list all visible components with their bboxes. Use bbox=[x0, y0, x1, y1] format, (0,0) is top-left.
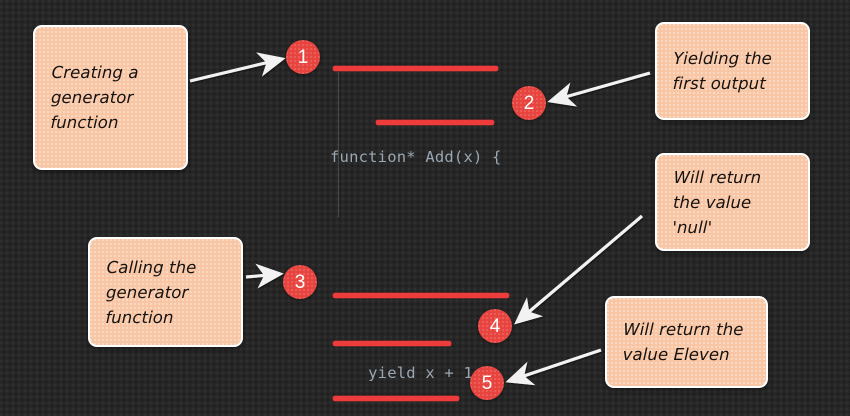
underline-var-gen bbox=[333, 293, 509, 298]
underline-yield-1 bbox=[376, 120, 494, 125]
step-badge-3[interactable]: 3 bbox=[283, 265, 317, 299]
callout-note-null: Will return the value 'null' bbox=[655, 153, 810, 251]
code-line-fn-decl: function* Add(x) { bbox=[330, 144, 620, 171]
step-badge-1[interactable]: 1 bbox=[286, 40, 320, 74]
step-badge-2[interactable]: 2 bbox=[512, 86, 546, 120]
callout-note-creating: Creating a generator function bbox=[33, 25, 188, 170]
code-token: yield x + 1; bbox=[330, 364, 483, 382]
step-badge-label: 5 bbox=[481, 372, 493, 394]
step-badge-5[interactable]: 5 bbox=[470, 366, 504, 400]
arrow-calling-to-3 bbox=[245, 263, 284, 289]
step-badge-4[interactable]: 4 bbox=[478, 309, 512, 343]
underline-next-2 bbox=[333, 396, 459, 401]
step-badge-label: 1 bbox=[297, 46, 309, 68]
callout-note-yielding: Yielding the first output bbox=[655, 22, 810, 120]
callout-note-text: Calling the generator function bbox=[105, 257, 197, 327]
step-badge-label: 2 bbox=[523, 92, 535, 114]
step-badge-label: 4 bbox=[489, 315, 501, 337]
callout-note-text: Will return the value Eleven bbox=[622, 320, 744, 364]
indent-guide bbox=[338, 72, 339, 217]
code-line-blank bbox=[330, 252, 620, 279]
callout-note-calling: Calling the generator function bbox=[88, 237, 243, 347]
underline-next-1 bbox=[333, 341, 451, 346]
step-badge-label: 3 bbox=[294, 271, 306, 293]
underline-fn-decl bbox=[333, 66, 498, 71]
callout-note-text: Will return the value 'null' bbox=[672, 167, 762, 237]
code-token: function* Add(x) { bbox=[330, 148, 502, 166]
callout-note-eleven: Will return the value Eleven bbox=[605, 296, 768, 388]
callout-note-text: Creating a generator function bbox=[50, 63, 139, 132]
code-block: function* Add(x) { yield x + 1; var y = … bbox=[330, 36, 620, 416]
arrow-creating-to-1 bbox=[189, 52, 286, 83]
callout-note-text: Yielding the first output bbox=[672, 49, 773, 93]
